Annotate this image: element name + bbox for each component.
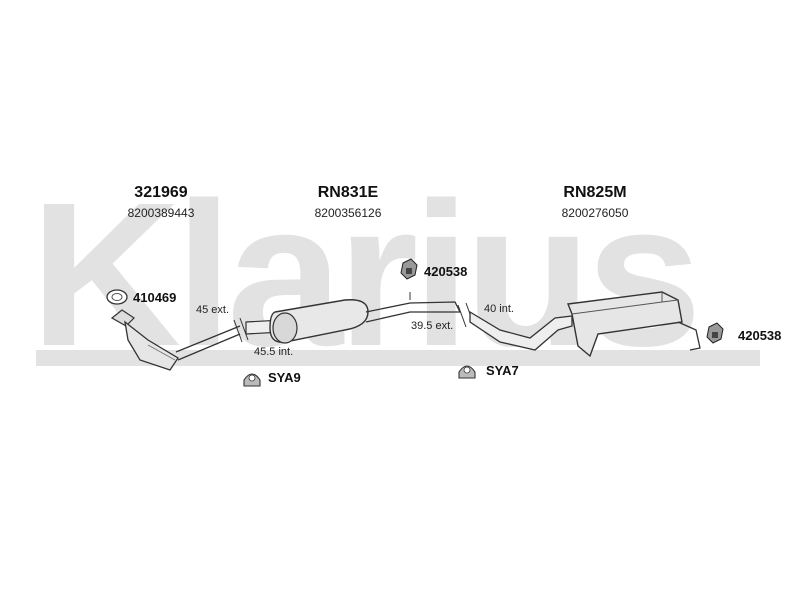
label-gasket: 410469 [133, 290, 177, 305]
clamp-bracket-icon [400, 258, 418, 280]
label-clamp-right: 420538 [738, 328, 782, 343]
label-mount-left: SYA9 [268, 370, 301, 385]
middle-silencer-icon [245, 292, 462, 344]
oe-number-rear: 8200276050 [561, 206, 629, 220]
dim-left-ext: 45 ext. [196, 304, 230, 316]
catalytic-converter-icon [110, 309, 241, 371]
oe-number-front: 8200389443 [127, 206, 195, 220]
joint-marker-left [233, 317, 249, 343]
part-number-rear: RN825M [563, 184, 627, 201]
part-number-middle: RN831E [317, 184, 379, 201]
oe-number-middle: 8200356126 [314, 206, 382, 220]
rubber-mount-icon [243, 373, 261, 387]
dim-left-int: 45.5 int. [254, 346, 294, 358]
watermark-underline [36, 350, 760, 366]
part-number-front: 321969 [134, 184, 188, 201]
rear-silencer-icon [469, 291, 701, 358]
label-clamp-top: 420538 [424, 264, 468, 279]
dim-mid-int: 40 int. [484, 303, 514, 315]
clamp-bracket-icon [706, 322, 724, 344]
label-mount-mid: SYA7 [486, 363, 519, 378]
gasket-ring-icon [106, 289, 128, 305]
rubber-mount-icon [458, 365, 476, 379]
dim-mid-ext: 39.5 ext. [411, 320, 454, 332]
